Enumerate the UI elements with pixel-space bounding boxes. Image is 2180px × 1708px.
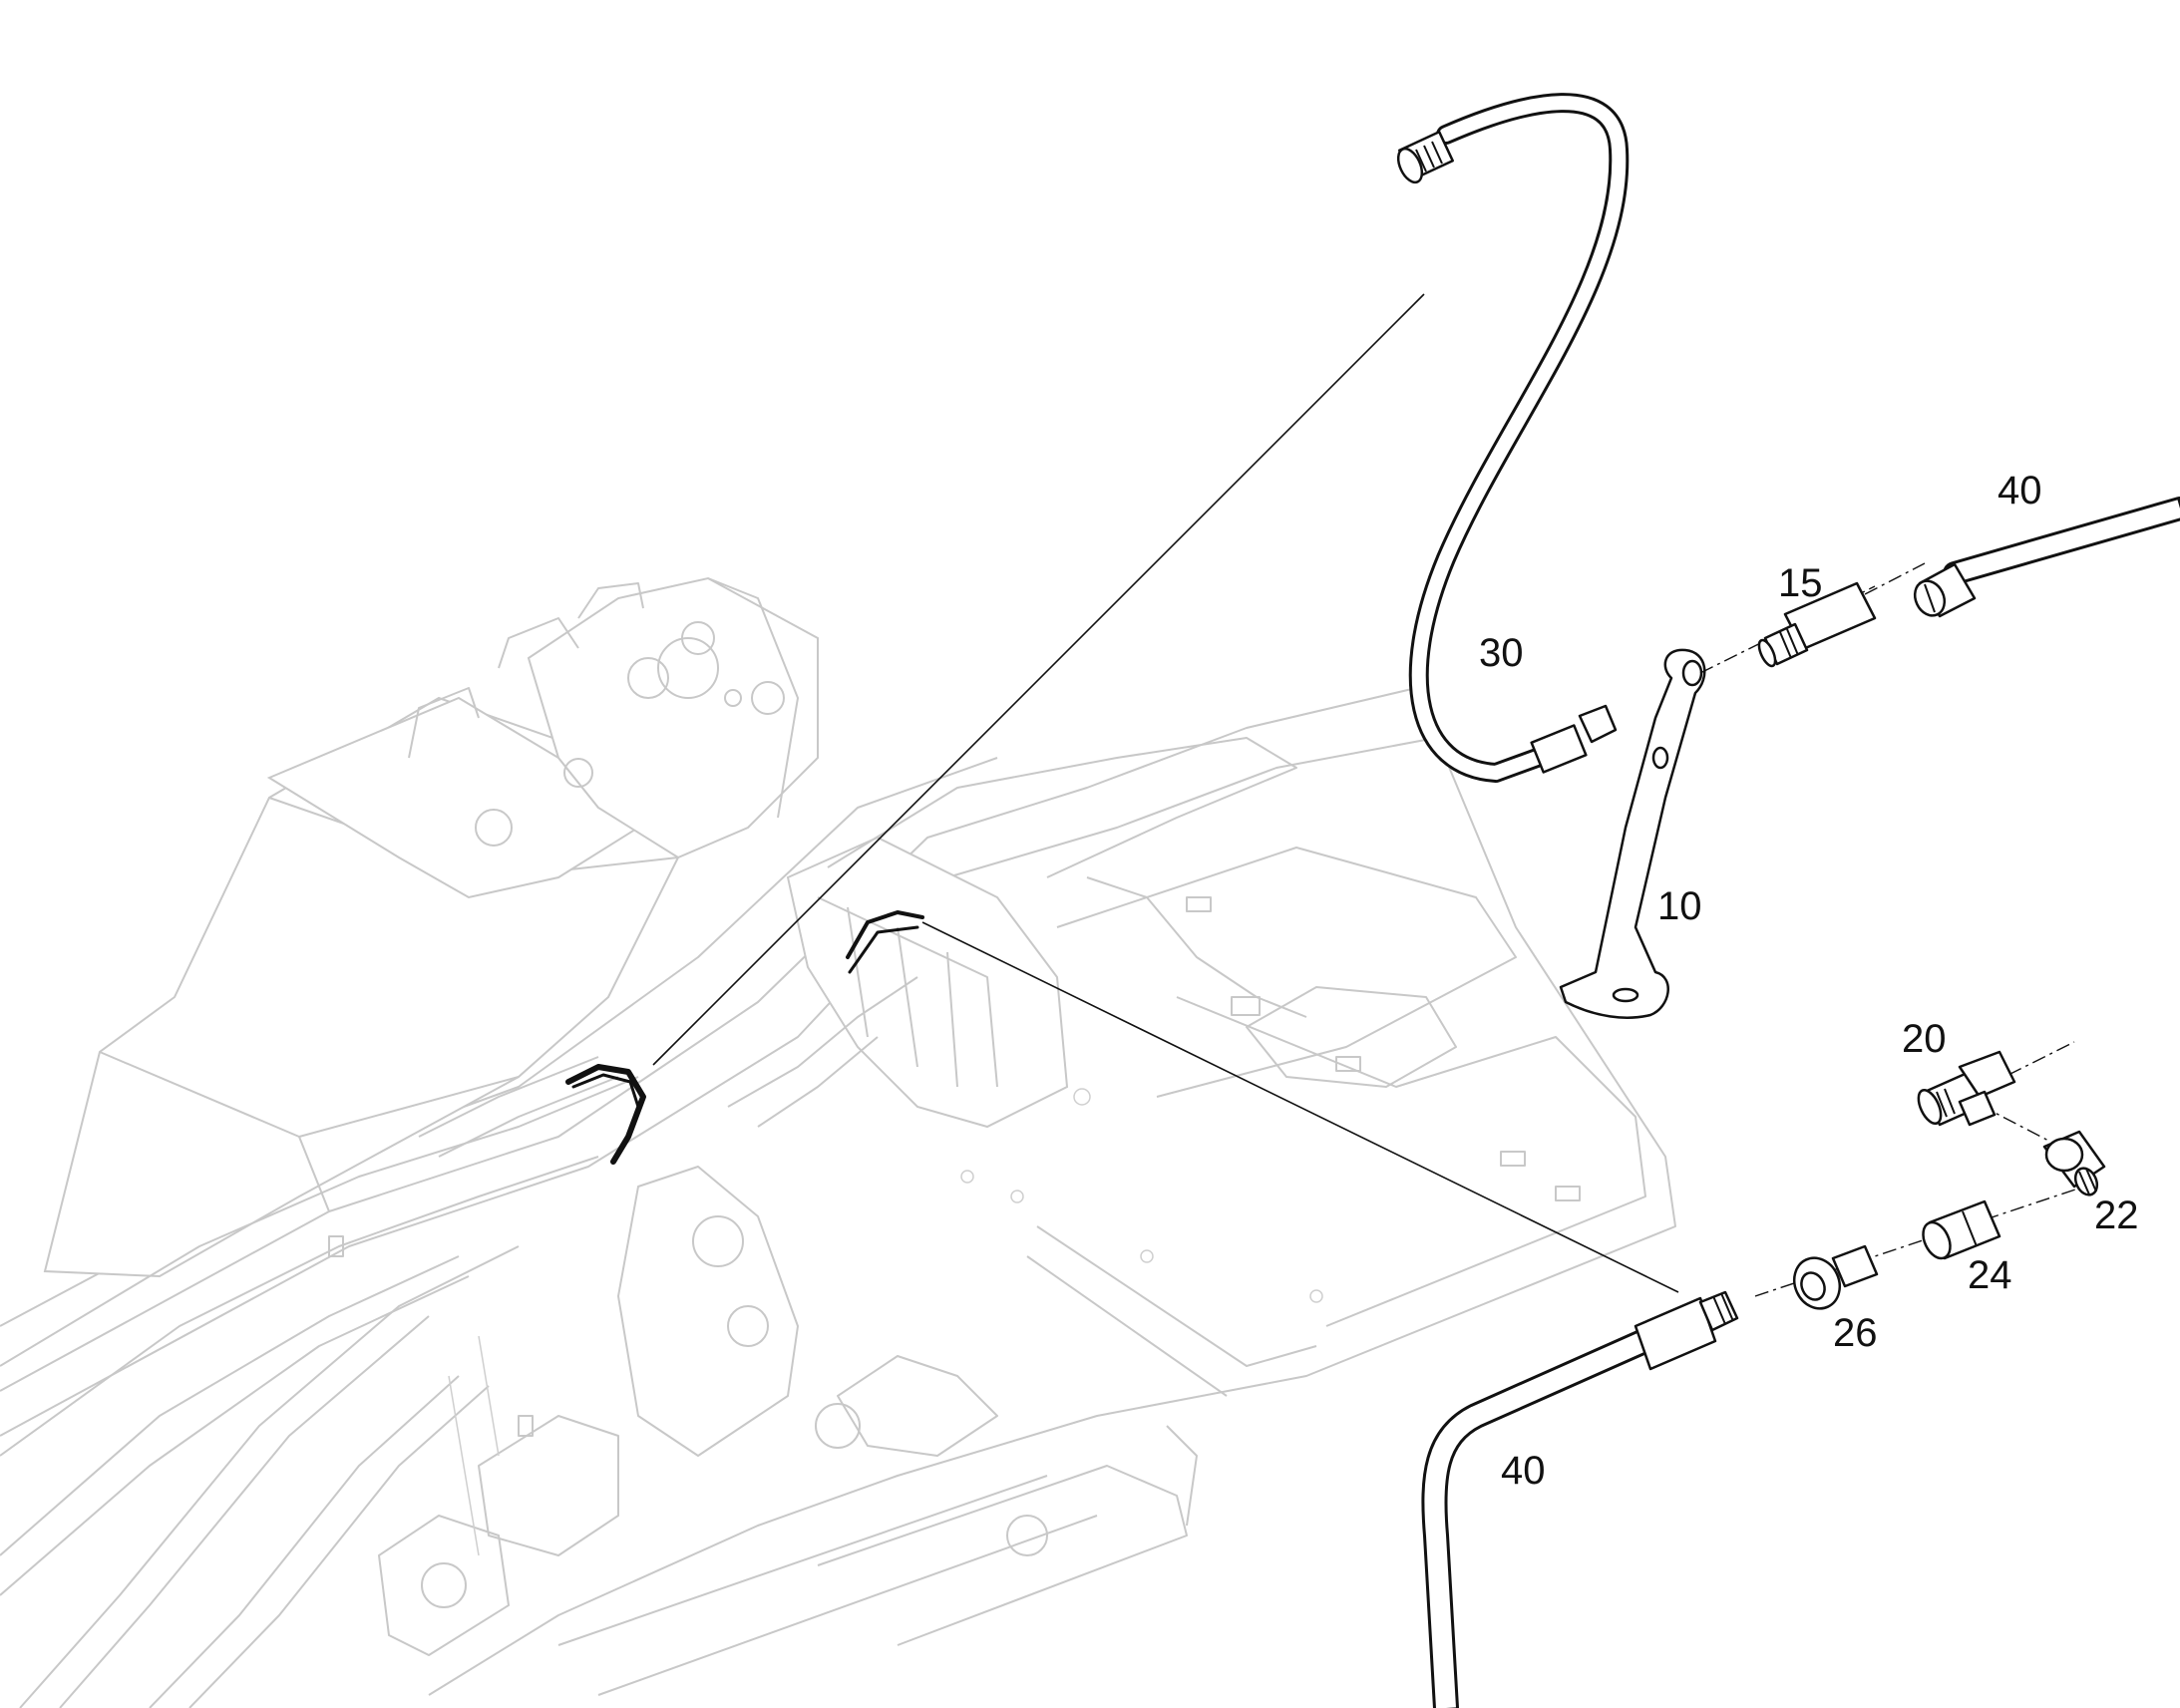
hose-part-40-bottom-end [1421,1290,1739,1708]
hose-part-40-top-end [1913,497,2180,618]
adapter-part-26 [1792,1244,1879,1310]
assembly-axis-40-top [1864,562,1926,595]
callout-24: 24 [1968,1253,2012,1297]
callout-20: 20 [1902,1017,1947,1061]
assembly-highlighted-hose [565,910,924,1165]
callout-22: 22 [2094,1194,2139,1237]
assembly-axis-lower-1 [1984,1041,2075,1088]
callout-26: 26 [1833,1311,1878,1355]
callout-40-top: 40 [1998,469,2042,512]
bracket-part-10 [1559,648,1706,1019]
leader-lines [652,293,1679,1293]
callout-30: 30 [1479,631,1524,675]
adapter-part-24 [1922,1199,2001,1260]
callout-40-bottom: 40 [1501,1449,1546,1493]
hose-part-30 [1396,93,1630,783]
callout-10: 10 [1657,884,1702,928]
fitting-part-15 [1757,581,1877,668]
machine-frame-assembly [0,576,1676,1708]
elbow-fitting-part-22 [2042,1130,2106,1196]
tee-fitting-part-20 [1917,1050,2016,1127]
callout-15: 15 [1778,561,1823,605]
callout-labels: 40 15 30 10 20 22 24 26 40 [1479,469,2139,1493]
